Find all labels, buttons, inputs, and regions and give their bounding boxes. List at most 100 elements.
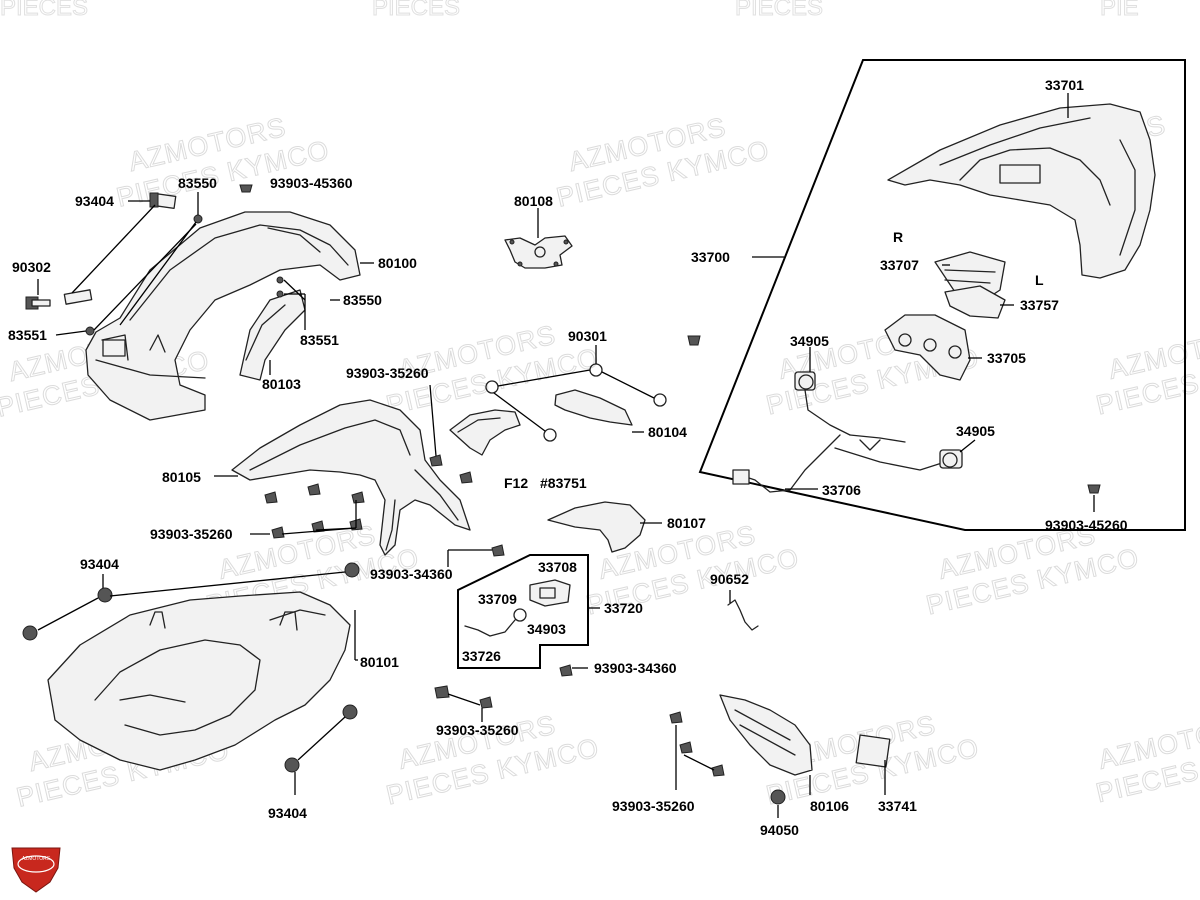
watermark-top-mid2: PIECES	[735, 0, 823, 21]
label-33701: 33701	[1045, 77, 1084, 93]
label-l: L	[1035, 272, 1044, 288]
label-33705: 33705	[987, 350, 1026, 366]
bolt-93404-bot-a-icon	[342, 704, 358, 720]
screw-90301-icon	[687, 335, 701, 346]
label-80107: 80107	[667, 515, 706, 531]
label-80103: 80103	[262, 376, 301, 392]
watermark-top-mid: PIECES	[372, 0, 460, 21]
label-93903-34360-b: 93903-34360	[594, 660, 677, 676]
label-33726: 33726	[462, 648, 501, 664]
mud-flap-80103-part	[239, 289, 306, 381]
plate-80106-part	[719, 694, 813, 776]
watermark-top-right: PIE	[1100, 0, 1139, 21]
watermark-top-left: PIECES	[0, 0, 88, 21]
nut-94050-icon	[770, 789, 786, 805]
license-lamp-33720-part	[464, 579, 571, 637]
label-r: R	[893, 229, 903, 245]
label-80108: 80108	[514, 193, 553, 209]
harness-33706-part	[732, 371, 963, 493]
screw-35260-e-icon	[351, 491, 365, 504]
screw-45260-icon	[1087, 484, 1101, 494]
bolt-90302-icon	[25, 296, 51, 310]
label-33757: 33757	[1020, 297, 1059, 313]
label-33708: 33708	[538, 559, 577, 575]
rear-fender-80100-part	[85, 211, 361, 421]
screw-34360-a-icon	[491, 544, 505, 557]
label-93903-35260-d: 93903-35260	[612, 798, 695, 814]
label-33741: 33741	[878, 798, 917, 814]
screw-35260-i-icon	[434, 685, 450, 699]
rear-cover-80105-part	[231, 399, 471, 556]
screw-35260-f-icon	[271, 526, 285, 539]
bolt-93404-mid-a-icon	[344, 562, 360, 578]
screw-35260-d-icon	[307, 483, 321, 496]
screw-35260-b-icon	[459, 471, 473, 484]
shield-icon	[11, 847, 61, 893]
washer-83550-b-icon	[276, 276, 284, 284]
label-93404-bot: 93404	[268, 805, 307, 821]
label-83550-mid: 83550	[343, 292, 382, 308]
assembly-box-33700	[698, 59, 1186, 531]
label-90652: 90652	[710, 571, 749, 587]
label-93903-34360-a: 93903-34360	[370, 566, 453, 582]
lens-f12-part	[449, 409, 521, 456]
label-90302: 90302	[12, 259, 51, 275]
socket-34905-b-icon	[942, 452, 958, 468]
label-93903-45260: 93903-45260	[1045, 517, 1128, 533]
label-33700: 33700	[691, 249, 730, 265]
reflector-33741-part	[855, 734, 891, 768]
label-93903-45360: 93903-45360	[270, 175, 353, 191]
led-board-33757-part	[944, 285, 1006, 319]
label-33706: 33706	[822, 482, 861, 498]
washer-90301-a-icon	[485, 380, 499, 394]
screw-45360-icon	[239, 184, 253, 193]
label-80105: 80105	[162, 469, 201, 485]
part-labels: 93404 83550 93903-45360 90302 83551 8010…	[8, 77, 1128, 838]
socket-34905-a-icon	[798, 374, 814, 390]
bolt-93404-bot-b-icon	[284, 757, 300, 773]
washer-83551-b-icon	[276, 290, 284, 298]
washer-90301-d-icon	[543, 428, 557, 442]
screw-35260-k-icon	[669, 711, 683, 724]
label-93404-mid: 93404	[80, 556, 119, 572]
bracket-80108-part	[504, 235, 573, 269]
washer-83550-icon	[193, 214, 203, 224]
bolt-93404-mid-c-icon	[22, 625, 38, 641]
screw-35260-l-icon	[679, 741, 693, 754]
label-80106: 80106	[810, 798, 849, 814]
screw-35260-m-icon	[711, 764, 725, 777]
label-93903-35260-a: 93903-35260	[346, 365, 429, 381]
washer-83551-icon	[85, 326, 95, 336]
clip-90652-icon	[727, 599, 759, 631]
label-80104: 80104	[648, 424, 687, 440]
cover-80107-part	[547, 501, 646, 553]
tail-lamp-33701-part	[887, 103, 1156, 279]
bracket-80104-part	[554, 389, 633, 426]
screw-35260-c-icon	[264, 491, 278, 504]
label-83551-left: 83551	[8, 327, 47, 343]
label-94050: 94050	[760, 822, 799, 838]
label-80100: 80100	[378, 255, 417, 271]
label-83551-mid: 83551	[300, 332, 339, 348]
label-34905-b: 34905	[956, 423, 995, 439]
washer-90301-c-icon	[653, 393, 667, 407]
azmotors-logo: AZMOTORS	[11, 847, 61, 893]
label-83751: #83751	[540, 475, 587, 491]
label-33720: 33720	[604, 600, 643, 616]
label-33707: 33707	[880, 257, 919, 273]
screw-34360-b-icon	[559, 664, 573, 677]
label-93903-35260-b: 93903-35260	[150, 526, 233, 542]
label-33709: 33709	[478, 591, 517, 607]
bolt-upper-icon	[63, 289, 93, 305]
label-f12: F12	[504, 475, 528, 491]
screw-35260-a-icon	[429, 454, 443, 467]
label-34903: 34903	[527, 621, 566, 637]
under-tray-80101-part	[47, 591, 351, 771]
label-83550-top: 83550	[178, 175, 217, 191]
label-93903-35260-c: 93903-35260	[436, 722, 519, 738]
label-90301: 90301	[568, 328, 607, 344]
leader-lines	[37, 93, 1095, 818]
label-80101: 80101	[360, 654, 399, 670]
bolt-93404-mid-b-icon	[97, 587, 113, 603]
